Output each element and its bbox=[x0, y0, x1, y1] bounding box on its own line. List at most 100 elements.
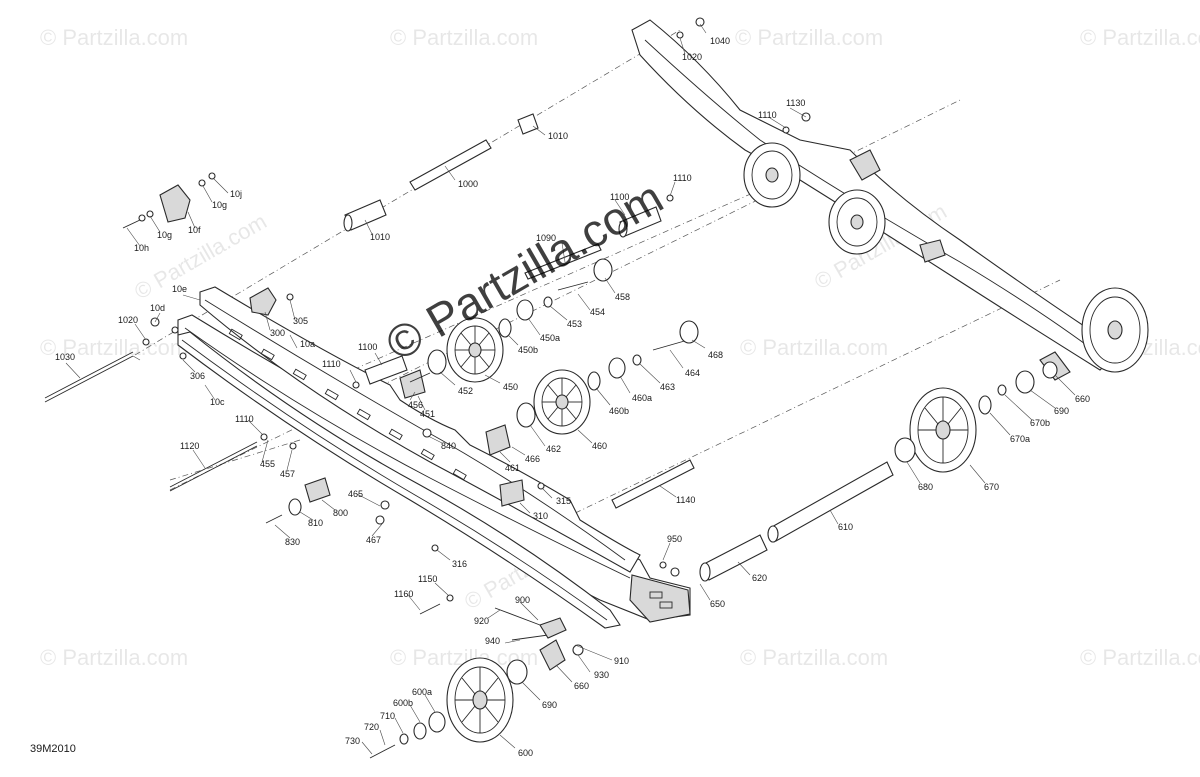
leader-lines bbox=[65, 23, 1076, 755]
watermark: © Partzilla.com bbox=[130, 209, 271, 305]
callout-label: 461 bbox=[505, 463, 520, 473]
callout-label: 660 bbox=[574, 681, 589, 691]
wheel-right-rear bbox=[1081, 287, 1149, 373]
callout-label: 930 bbox=[594, 670, 609, 680]
callout-label: 1130 bbox=[786, 98, 805, 108]
callout-label: 810 bbox=[308, 518, 323, 528]
callout-label: 306 bbox=[190, 371, 205, 381]
callout-label: 1150 bbox=[418, 574, 437, 584]
callout-label: 830 bbox=[285, 537, 300, 547]
callout-label: 690 bbox=[542, 700, 557, 710]
callout-label: 451 bbox=[420, 409, 435, 419]
callout-label: 1160 bbox=[394, 589, 413, 599]
callout-label: 950 bbox=[667, 534, 682, 544]
wheel-450 bbox=[446, 317, 504, 383]
callout-label: 660 bbox=[1075, 394, 1090, 404]
watermark: © Partzilla.com bbox=[740, 645, 888, 670]
callout-label: 455 bbox=[260, 459, 275, 469]
callout-label: 940 bbox=[485, 636, 500, 646]
callout-label: 840 bbox=[441, 441, 456, 451]
callout-label: 800 bbox=[333, 508, 348, 518]
callout-label: 457 bbox=[280, 469, 295, 479]
wheel-670 bbox=[909, 387, 977, 473]
callout-label: 610 bbox=[838, 522, 853, 532]
callout-label: 720 bbox=[364, 722, 379, 732]
callout-label: 620 bbox=[752, 573, 767, 583]
callout-label: 315 bbox=[556, 496, 571, 506]
watermark: © Partzilla.com bbox=[1080, 25, 1200, 50]
callout-label: 1090 bbox=[536, 233, 556, 243]
watermark: © Partzilla.com bbox=[1080, 645, 1200, 670]
callout-label: 454 bbox=[590, 307, 605, 317]
callout-label: 460 bbox=[592, 441, 607, 451]
callout-label: 1000 bbox=[458, 179, 478, 189]
callout-label: 650 bbox=[710, 599, 725, 609]
callout-label: 465 bbox=[348, 489, 363, 499]
callout-label: 458 bbox=[615, 292, 630, 302]
callout-label: 462 bbox=[546, 444, 561, 454]
watermark: © Partzilla.com bbox=[40, 335, 188, 360]
wheel-460 bbox=[533, 369, 591, 435]
callout-label: 680 bbox=[918, 482, 933, 492]
callout-label: 10f bbox=[188, 225, 201, 235]
watermark: © Partzilla.com bbox=[40, 25, 188, 50]
callout-label: 305 bbox=[293, 316, 308, 326]
callout-label: 316 bbox=[452, 559, 467, 569]
callout-label: 730 bbox=[345, 736, 360, 746]
watermark: © Partzilla.com bbox=[735, 25, 883, 50]
callout-label: 600 bbox=[518, 748, 533, 758]
callout-label: 1110 bbox=[758, 110, 777, 120]
callout-label: 1110 bbox=[673, 173, 692, 183]
callout-label: 10a bbox=[300, 339, 315, 349]
wheel-600 bbox=[446, 657, 514, 743]
callout-label: 1040 bbox=[710, 36, 730, 46]
callout-label: 450 bbox=[503, 382, 518, 392]
wheel-right-middle bbox=[828, 189, 886, 255]
callout-label: 1110 bbox=[235, 414, 254, 424]
callout-label: 460b bbox=[609, 406, 629, 416]
part-callouts: 1040 1020 1130 1110 1010 1000 10j 10g 10… bbox=[55, 36, 1090, 758]
callout-label: 463 bbox=[660, 382, 675, 392]
callout-label: 910 bbox=[614, 656, 629, 666]
callout-label: 1120 bbox=[180, 441, 199, 451]
callout-label: 10g bbox=[157, 230, 172, 240]
callout-label: 10h bbox=[134, 243, 149, 253]
callout-label: 1110 bbox=[322, 359, 341, 369]
callout-label: 10j bbox=[230, 189, 242, 199]
callout-label: 670 bbox=[984, 482, 999, 492]
callout-label: 452 bbox=[458, 386, 473, 396]
callout-label: 300 bbox=[270, 328, 285, 338]
callout-label: 670b bbox=[1030, 418, 1050, 428]
callout-label: 710 bbox=[380, 711, 395, 721]
diagram-code: 39M2010 bbox=[30, 743, 76, 755]
callout-label: 1010 bbox=[370, 232, 390, 242]
callout-label: 1100 bbox=[610, 192, 629, 202]
left-rail-assembly bbox=[177, 286, 691, 629]
callout-label: 900 bbox=[515, 595, 530, 605]
callout-label: 1010 bbox=[548, 131, 568, 141]
callout-label: 10d bbox=[150, 303, 165, 313]
wheel-right-upper bbox=[743, 142, 801, 208]
callout-label: 456 bbox=[408, 400, 423, 410]
shafts-and-spacers bbox=[44, 113, 894, 641]
callout-label: 467 bbox=[366, 535, 381, 545]
callout-label: 1020 bbox=[118, 315, 138, 325]
callout-label: 10e bbox=[172, 284, 187, 294]
callout-label: 600b bbox=[393, 698, 413, 708]
callout-label: 690 bbox=[1054, 406, 1069, 416]
callout-label: 1140 bbox=[676, 495, 695, 505]
callout-label: 453 bbox=[567, 319, 582, 329]
callout-label: 468 bbox=[708, 350, 723, 360]
callout-label: 920 bbox=[474, 616, 489, 626]
callout-label: 450b bbox=[518, 345, 538, 355]
callout-label: 464 bbox=[685, 368, 700, 378]
watermark: © Partzilla.com bbox=[740, 335, 888, 360]
callout-label: 1030 bbox=[55, 352, 75, 362]
callout-label: 1100 bbox=[358, 342, 377, 352]
callout-label: 450a bbox=[540, 333, 560, 343]
center-watermark: © Partzilla.com bbox=[377, 171, 671, 371]
callout-label: 310 bbox=[533, 511, 548, 521]
callout-label: 10g bbox=[212, 200, 227, 210]
